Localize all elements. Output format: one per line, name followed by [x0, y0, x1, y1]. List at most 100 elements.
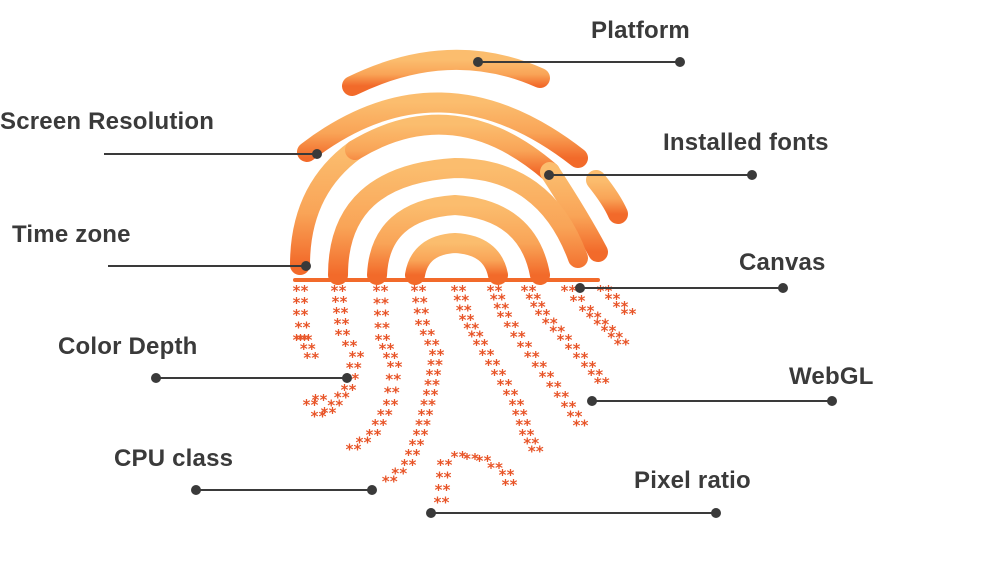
dot-glyph: * [534, 306, 543, 324]
dot-glyph: * [372, 282, 381, 300]
dot-glyph: * [378, 340, 387, 358]
dot-glyph: * [515, 416, 524, 434]
dot-glyph: * [382, 396, 391, 414]
leader-pixel-ratio-end-dot [711, 508, 721, 518]
dot-glyph: * [467, 328, 476, 346]
dot-glyph: * [341, 315, 350, 333]
dot-glyph: * [391, 464, 400, 482]
dot-glyph: * [450, 282, 459, 300]
label-platform: Platform [591, 17, 690, 44]
dot-glyph: * [423, 416, 432, 434]
dot-glyph: * [432, 376, 441, 394]
dot-glyph: * [425, 406, 434, 424]
dot-glyph: * [564, 331, 573, 349]
dot-glyph: * [501, 299, 510, 317]
label-screen-resolution: Screen Resolution [0, 108, 215, 135]
dot-glyph: * [351, 370, 360, 388]
dot-glyph: * [356, 348, 365, 366]
dot-glyph: * [531, 348, 540, 366]
dot-glyph: * [600, 322, 609, 340]
dot-glyph: * [394, 358, 403, 376]
dot-glyph: * [577, 292, 586, 310]
dot-glyph: * [511, 406, 520, 424]
dot-glyph: * [414, 316, 423, 334]
dot-glyph: * [355, 433, 364, 451]
dot-glyph: * [441, 494, 450, 512]
dot-glyph: * [302, 396, 311, 414]
dot-glyph: * [381, 294, 390, 312]
dot-glyph: * [376, 406, 385, 424]
dot-glyph: * [393, 371, 402, 389]
dot-glyph: * [342, 326, 351, 344]
dot-glyph: * [518, 426, 527, 444]
dot-glyph: * [572, 349, 581, 367]
dot-glyph: * [504, 308, 513, 326]
dot-glyph: * [546, 368, 555, 386]
label-cpu-class: CPU class [114, 445, 234, 472]
dot-glyph: * [556, 331, 565, 349]
dot-glyph: * [299, 340, 308, 358]
dot-glyph: * [415, 416, 424, 434]
dot-glyph: * [431, 336, 440, 354]
dot-glyph: * [492, 356, 501, 374]
dot-glyph: * [615, 329, 624, 347]
dot-glyph: * [533, 290, 542, 308]
dot-glyph: * [300, 306, 309, 324]
dot-glyph: * [435, 356, 444, 374]
dot-glyph: * [303, 349, 312, 367]
dot-glyph: * [596, 282, 605, 300]
dot-glyph: * [531, 434, 540, 452]
dot-glyph: * [333, 315, 342, 333]
dot-glyph: * [490, 366, 499, 384]
dot-glyph: * [444, 456, 453, 474]
dot-glyph: * [608, 322, 617, 340]
leader-installed-fonts-start-dot [544, 170, 554, 180]
dot-glyph: * [373, 426, 382, 444]
dot-glyph: * [516, 338, 525, 356]
dot-glyph: * [382, 331, 391, 349]
ridge-3-right [345, 114, 560, 182]
dot-glyph: * [434, 481, 443, 499]
ridge-outer-top [342, 49, 550, 96]
dot-glyph: * [621, 335, 630, 353]
label-pixel-ratio: Pixel ratio [634, 467, 751, 494]
dot-glyph: * [419, 293, 428, 311]
dot-glyph: * [478, 346, 487, 364]
dot-glyph: * [496, 376, 505, 394]
dot-glyph: * [593, 374, 602, 392]
dot-glyph: * [557, 323, 566, 341]
dot-glyph: * [311, 391, 320, 409]
dot-glyph: * [472, 336, 481, 354]
dot-glyph: * [535, 443, 544, 461]
dot-glyph: * [483, 452, 492, 470]
dot-glyph: * [450, 448, 459, 466]
dot-glyph: * [300, 282, 309, 300]
dot-glyph: * [349, 337, 358, 355]
leader-lines [104, 57, 837, 518]
dot-glyph: * [572, 417, 581, 435]
dot-glyph: * [580, 417, 589, 435]
dot-glyph: * [613, 335, 622, 353]
dot-glyph: * [422, 316, 431, 334]
dot-glyph: * [628, 305, 637, 323]
leader-cpu-class-end-dot [367, 485, 377, 495]
dot-glyph: * [310, 408, 319, 426]
dot-glyph: * [537, 298, 546, 316]
dot-glyph: * [428, 346, 437, 364]
dot-glyph: * [480, 336, 489, 354]
dot-glyph: * [292, 331, 301, 349]
dot-glyph: * [348, 381, 357, 399]
label-installed-fonts: Installed fonts [663, 129, 829, 156]
dot-glyph: * [455, 301, 464, 319]
dot-glyph: * [345, 359, 354, 377]
dot-glyph: * [564, 340, 573, 358]
dot-glyph: * [538, 368, 547, 386]
dot-glyph: * [484, 356, 493, 374]
dot-glyph: * [310, 396, 319, 414]
dot-glyph: * [330, 282, 339, 300]
dot-glyph: * [412, 446, 421, 464]
dot-glyph: * [353, 441, 362, 459]
dot-glyph: * [585, 309, 594, 327]
dot-glyph: * [604, 282, 613, 300]
